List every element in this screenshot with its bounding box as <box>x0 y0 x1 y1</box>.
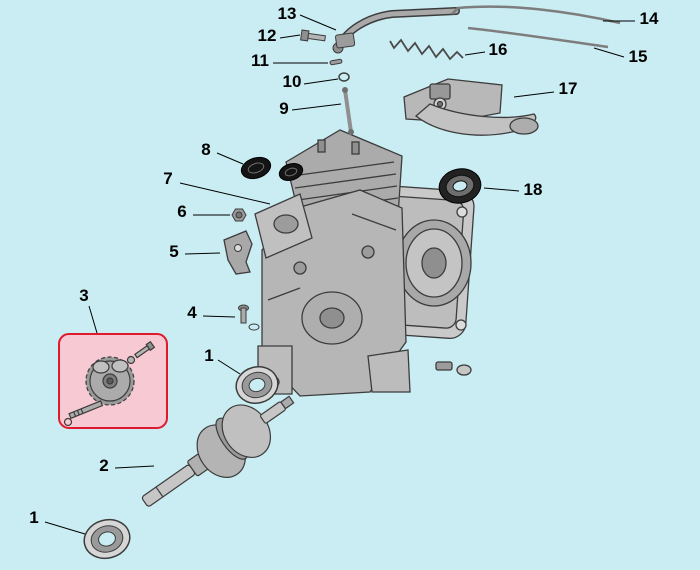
leader-line <box>279 34 301 39</box>
governor-shaft-pin <box>68 400 104 420</box>
callout-label[interactable]: 6 <box>177 202 186 221</box>
callout-12[interactable]: 12 <box>258 26 301 45</box>
leader-line <box>513 91 555 98</box>
callout-label[interactable]: 4 <box>187 303 197 322</box>
grommet-seals <box>240 156 304 181</box>
governor-rod <box>342 87 354 135</box>
throttle-control-assembly <box>403 78 539 136</box>
callout-label[interactable]: 13 <box>278 4 297 23</box>
oil-seal <box>438 168 482 204</box>
crankshaft <box>141 395 295 507</box>
callout-label[interactable]: 12 <box>258 26 277 45</box>
pivot-bolt <box>300 29 326 42</box>
choke-rod <box>451 5 621 25</box>
callout-5[interactable]: 5 <box>169 242 221 261</box>
leader-line <box>88 305 98 334</box>
callout-label[interactable]: 9 <box>279 99 288 118</box>
leader-line <box>44 521 86 535</box>
callout-label[interactable]: 1 <box>204 346 213 365</box>
callout-label[interactable]: 16 <box>489 40 508 59</box>
flange-bolt <box>238 304 260 331</box>
callout-label[interactable]: 3 <box>79 286 88 305</box>
leader-line <box>114 465 155 469</box>
washer <box>126 355 136 365</box>
callout-4[interactable]: 4 <box>187 303 236 322</box>
callout-15[interactable]: 15 <box>593 47 648 66</box>
washer <box>248 323 260 331</box>
rod-clip <box>338 72 350 82</box>
governor-spring <box>389 38 464 61</box>
drain-washer <box>456 364 472 376</box>
callout-11[interactable]: 11 <box>251 51 328 70</box>
engine-crankcase <box>254 129 475 397</box>
governor-flyweight <box>111 359 129 373</box>
callout-label[interactable]: 2 <box>99 456 108 475</box>
callout-1-upper[interactable]: 1 <box>204 346 241 375</box>
leader-line <box>303 78 339 85</box>
callout-2[interactable]: 2 <box>99 456 155 475</box>
leader-line <box>216 152 244 165</box>
callout-6[interactable]: 6 <box>177 202 230 221</box>
callout-label[interactable]: 17 <box>559 79 578 98</box>
callout-label[interactable]: 10 <box>283 72 302 91</box>
flange-bolt-hole <box>455 319 467 331</box>
callout-label[interactable]: 14 <box>640 9 659 28</box>
callout-label[interactable]: 8 <box>201 140 210 159</box>
callout-18[interactable]: 18 <box>483 180 543 199</box>
callout-label[interactable]: 5 <box>169 242 178 261</box>
head-stud <box>317 139 326 153</box>
callouts: 13 12 11 10 9 8 7 6 <box>29 4 659 535</box>
callout-1-lower[interactable]: 1 <box>29 508 86 535</box>
leader-line <box>291 103 342 111</box>
callout-3[interactable]: 3 <box>79 286 98 334</box>
callout-13[interactable]: 13 <box>278 4 337 31</box>
callout-label[interactable]: 15 <box>629 47 648 66</box>
governor-bolt <box>134 340 156 359</box>
leader-line <box>179 182 271 205</box>
governor-flyweight <box>92 360 110 374</box>
drain-bolt <box>435 361 453 371</box>
callout-label[interactable]: 18 <box>524 180 543 199</box>
leader-line <box>299 14 337 31</box>
throttle-rod <box>467 26 609 49</box>
callout-7[interactable]: 7 <box>163 169 271 205</box>
leader-line <box>184 252 221 255</box>
callout-8[interactable]: 8 <box>201 140 244 165</box>
bracket-plate <box>223 230 253 275</box>
callout-9[interactable]: 9 <box>279 99 342 118</box>
cotter-pin <box>329 58 343 66</box>
ball-bearing-upper <box>235 366 279 404</box>
ball-bearing-lower <box>83 518 131 560</box>
callout-14[interactable]: 14 <box>603 9 659 28</box>
callout-label[interactable]: 1 <box>29 508 38 527</box>
leader-line <box>593 47 625 58</box>
callout-16[interactable]: 16 <box>464 40 508 59</box>
leader-line <box>202 315 236 318</box>
pivot-block <box>335 32 356 49</box>
hex-nut <box>231 208 247 222</box>
leader-line <box>217 359 241 375</box>
leader-line <box>483 187 520 192</box>
governor-gear-assembly <box>63 340 156 427</box>
flange-bolt-hole <box>456 206 468 218</box>
leader-line <box>464 51 486 56</box>
callout-label[interactable]: 7 <box>163 169 172 188</box>
retaining-clip <box>63 417 73 427</box>
callout-17[interactable]: 17 <box>513 79 578 98</box>
governor-linkage <box>300 5 621 135</box>
highlighted-part-governor[interactable] <box>58 333 168 429</box>
mounting-foot <box>367 349 411 393</box>
callout-10[interactable]: 10 <box>283 72 339 91</box>
head-stud <box>351 141 360 155</box>
callout-label[interactable]: 11 <box>251 51 269 70</box>
